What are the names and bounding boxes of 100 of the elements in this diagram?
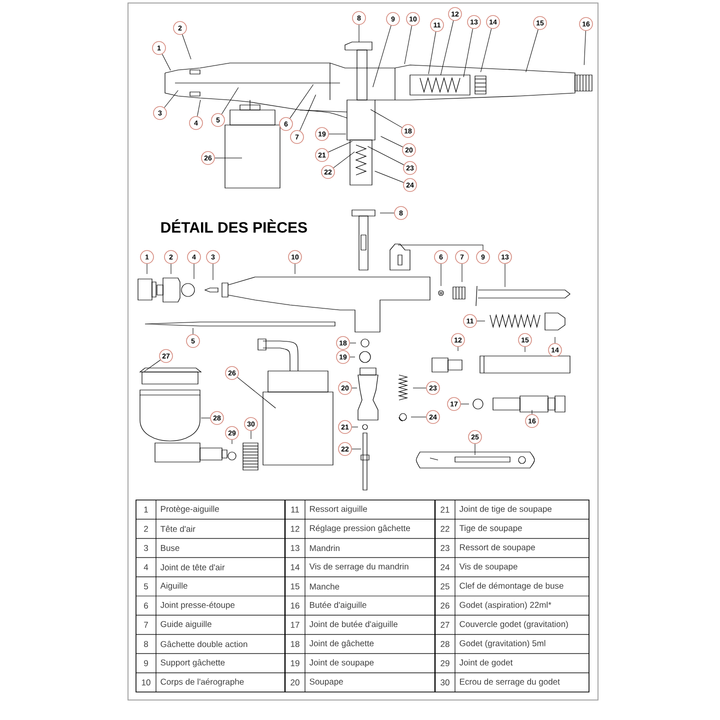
leader-line bbox=[170, 264, 172, 274]
part-number: 16 bbox=[290, 602, 300, 609]
part-number: 20 bbox=[290, 679, 300, 686]
part-number: 24 bbox=[440, 564, 450, 570]
part-name: Aiguille bbox=[160, 582, 188, 590]
part-number: 18 bbox=[290, 641, 300, 647]
part-number: 29 bbox=[440, 660, 450, 666]
leader-line bbox=[404, 26, 412, 64]
leader-line bbox=[476, 320, 486, 322]
leader-line bbox=[350, 342, 356, 344]
part-name: Couvercle godet (gravitation) bbox=[460, 620, 568, 629]
leader-line bbox=[221, 87, 239, 114]
part-name: Protège-aiguille bbox=[161, 506, 219, 514]
leader-line bbox=[428, 32, 436, 74]
part-number: 5 bbox=[144, 583, 148, 590]
leader-line bbox=[358, 24, 360, 42]
part-name: Ressort de soupape bbox=[460, 544, 535, 552]
part-number: 25 bbox=[440, 583, 450, 590]
part-name: Ressort aiguille bbox=[310, 506, 367, 514]
leader-line bbox=[182, 34, 192, 60]
leader-line bbox=[350, 356, 356, 358]
leader-line bbox=[162, 54, 171, 71]
part-number: 11 bbox=[291, 506, 299, 513]
leader-line bbox=[164, 90, 178, 108]
part-number: 4 bbox=[144, 564, 148, 570]
part-number: 28 bbox=[440, 641, 450, 647]
part-name: Vis de serrage du mandrin bbox=[309, 563, 408, 572]
leader-line bbox=[526, 29, 538, 72]
leader-line bbox=[474, 444, 476, 456]
part-number: 26 bbox=[440, 602, 450, 609]
leader-line bbox=[192, 328, 194, 334]
leader-line bbox=[328, 141, 353, 152]
part-name: Buse bbox=[161, 545, 180, 551]
part-name: Joint de soupape bbox=[309, 659, 374, 668]
leader-line bbox=[352, 448, 362, 450]
part-number: 23 bbox=[440, 545, 450, 551]
part-name: Vis de soupape bbox=[459, 563, 518, 572]
part-name: Godet (aspiration) 22ml* bbox=[460, 602, 552, 610]
part-number: 21 bbox=[440, 506, 450, 513]
leader-line bbox=[440, 20, 454, 76]
part-number: 14 bbox=[290, 564, 300, 570]
leader-line bbox=[380, 136, 404, 148]
part-name: Soupape bbox=[310, 678, 343, 686]
leader-line bbox=[463, 28, 473, 78]
leader-line bbox=[237, 377, 276, 408]
part-name: Tête d'air bbox=[160, 526, 196, 532]
section-heading: DÉTAIL DES PIÈCES bbox=[161, 219, 307, 233]
part-number: 1 bbox=[144, 506, 148, 513]
part-name: Joint de godet bbox=[459, 659, 513, 668]
leader-line bbox=[504, 264, 506, 288]
part-number: 27 bbox=[440, 622, 450, 628]
leader-line bbox=[300, 94, 316, 131]
part-number: 13 bbox=[290, 545, 300, 551]
leader-line bbox=[290, 84, 314, 119]
leader-line bbox=[294, 264, 296, 274]
part-name: Guide aiguille bbox=[160, 620, 212, 629]
part-name: Joint de butée d'aiguille bbox=[309, 620, 398, 629]
part-name: Ecrou de serrage du godet bbox=[460, 678, 560, 686]
part-name: Mandrin bbox=[310, 544, 340, 552]
part-number: 22 bbox=[440, 526, 450, 532]
part-name: Réglage pression gâchette bbox=[310, 524, 410, 533]
leader-line bbox=[333, 152, 355, 168]
leader-line bbox=[440, 264, 442, 286]
part-number: 12 bbox=[290, 526, 300, 532]
leader-line bbox=[584, 30, 586, 66]
leader-line bbox=[212, 264, 214, 280]
part-name: Support gâchette bbox=[160, 659, 225, 668]
part-number: 7 bbox=[144, 622, 148, 628]
part-number: 17 bbox=[290, 622, 300, 628]
leader-line bbox=[480, 28, 492, 72]
part-name: Joint presse-étoupe bbox=[160, 602, 235, 610]
part-name: Godet (gravitation) 5ml bbox=[460, 640, 546, 648]
part-number: 6 bbox=[144, 602, 148, 609]
leader-line bbox=[146, 264, 148, 274]
leader-line bbox=[144, 360, 161, 372]
leader-line bbox=[197, 100, 201, 116]
leader-line bbox=[524, 346, 526, 352]
leader-line bbox=[398, 244, 484, 250]
part-name: Tige de soupape bbox=[460, 524, 522, 533]
part-number: 3 bbox=[144, 545, 148, 551]
leader-line bbox=[250, 430, 252, 440]
part-name: Joint de tête d'air bbox=[160, 564, 225, 570]
part-number: 2 bbox=[144, 526, 148, 532]
part-name: Manche bbox=[310, 583, 340, 590]
part-name: Corps de l'aérographe bbox=[160, 678, 244, 686]
leader-line bbox=[410, 416, 426, 418]
part-name: Joint de tige de soupape bbox=[459, 506, 552, 514]
part-name: Butée d'aiguille bbox=[310, 602, 366, 610]
leader-line bbox=[370, 109, 402, 128]
leader-line bbox=[554, 336, 556, 344]
part-number: 30 bbox=[440, 679, 450, 686]
leader-line bbox=[374, 170, 404, 183]
part-name: Gâchette double action bbox=[160, 640, 248, 648]
part-number: 9 bbox=[144, 660, 148, 666]
part-name: Joint de gâchette bbox=[309, 640, 374, 648]
leader-line bbox=[380, 212, 394, 214]
part-number: 15 bbox=[290, 583, 300, 590]
part-number: 10 bbox=[142, 679, 150, 686]
part-number: 8 bbox=[144, 641, 148, 647]
part-name: Clef de démontage de buse bbox=[460, 582, 564, 590]
